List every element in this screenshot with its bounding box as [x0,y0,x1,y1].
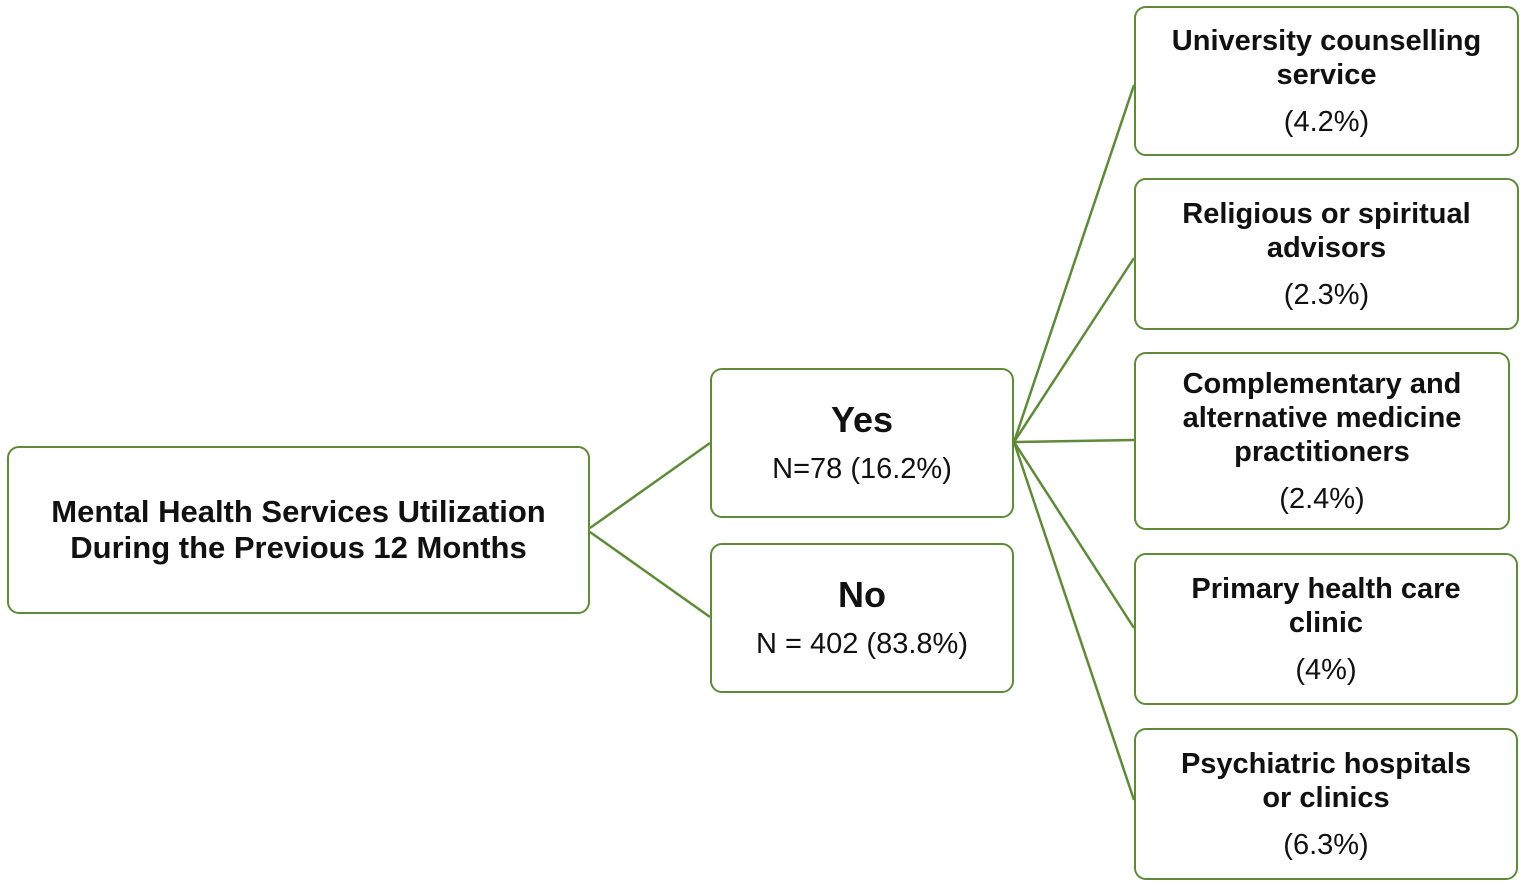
connector-yes-complementary [1013,438,1135,444]
service-psychiatric-label: Psychiatric hospitals or clinics [1180,747,1472,814]
connector-yes-primary [1012,441,1136,629]
connector-yes-religious [1012,257,1136,443]
root-node: Mental Health Services Utilization Durin… [7,446,590,614]
branch-yes-node: Yes N=78 (16.2%) [710,368,1014,518]
service-psychiatric-value: (6.3%) [1283,828,1369,861]
service-religious-value: (2.3%) [1283,278,1370,311]
connector-root-no [589,530,711,619]
service-primary-value: (4%) [1295,653,1357,686]
connector-yes-university [1012,84,1136,443]
connector-root-yes [589,441,711,530]
service-religious-label: Religious or spiritual advisors [1182,197,1471,264]
connector-yes-psychiatric [1012,441,1136,801]
service-university-value: (4.2%) [1283,105,1370,138]
service-primary-node: Primary health care clinic (4%) [1134,553,1518,705]
branch-yes-label: Yes [830,399,894,440]
root-title: Mental Health Services Utilization Durin… [51,494,546,565]
branch-no-node: No N = 402 (83.8%) [710,543,1014,693]
branch-no-count: N = 402 (83.8%) [756,628,968,660]
service-complementary-node: Complementary and alternative medicine p… [1134,352,1510,530]
branch-yes-count: N=78 (16.2%) [772,453,952,485]
service-complementary-value: (2.4%) [1279,482,1365,515]
service-university-node: University counselling service (4.2%) [1134,6,1519,156]
branch-no-label: No [838,574,886,615]
service-religious-node: Religious or spiritual advisors (2.3%) [1134,178,1519,330]
service-university-label: University counselling service [1171,24,1482,91]
service-psychiatric-node: Psychiatric hospitals or clinics (6.3%) [1134,728,1518,880]
service-primary-label: Primary health care clinic [1191,572,1461,639]
service-complementary-label: Complementary and alternative medicine p… [1182,367,1462,468]
